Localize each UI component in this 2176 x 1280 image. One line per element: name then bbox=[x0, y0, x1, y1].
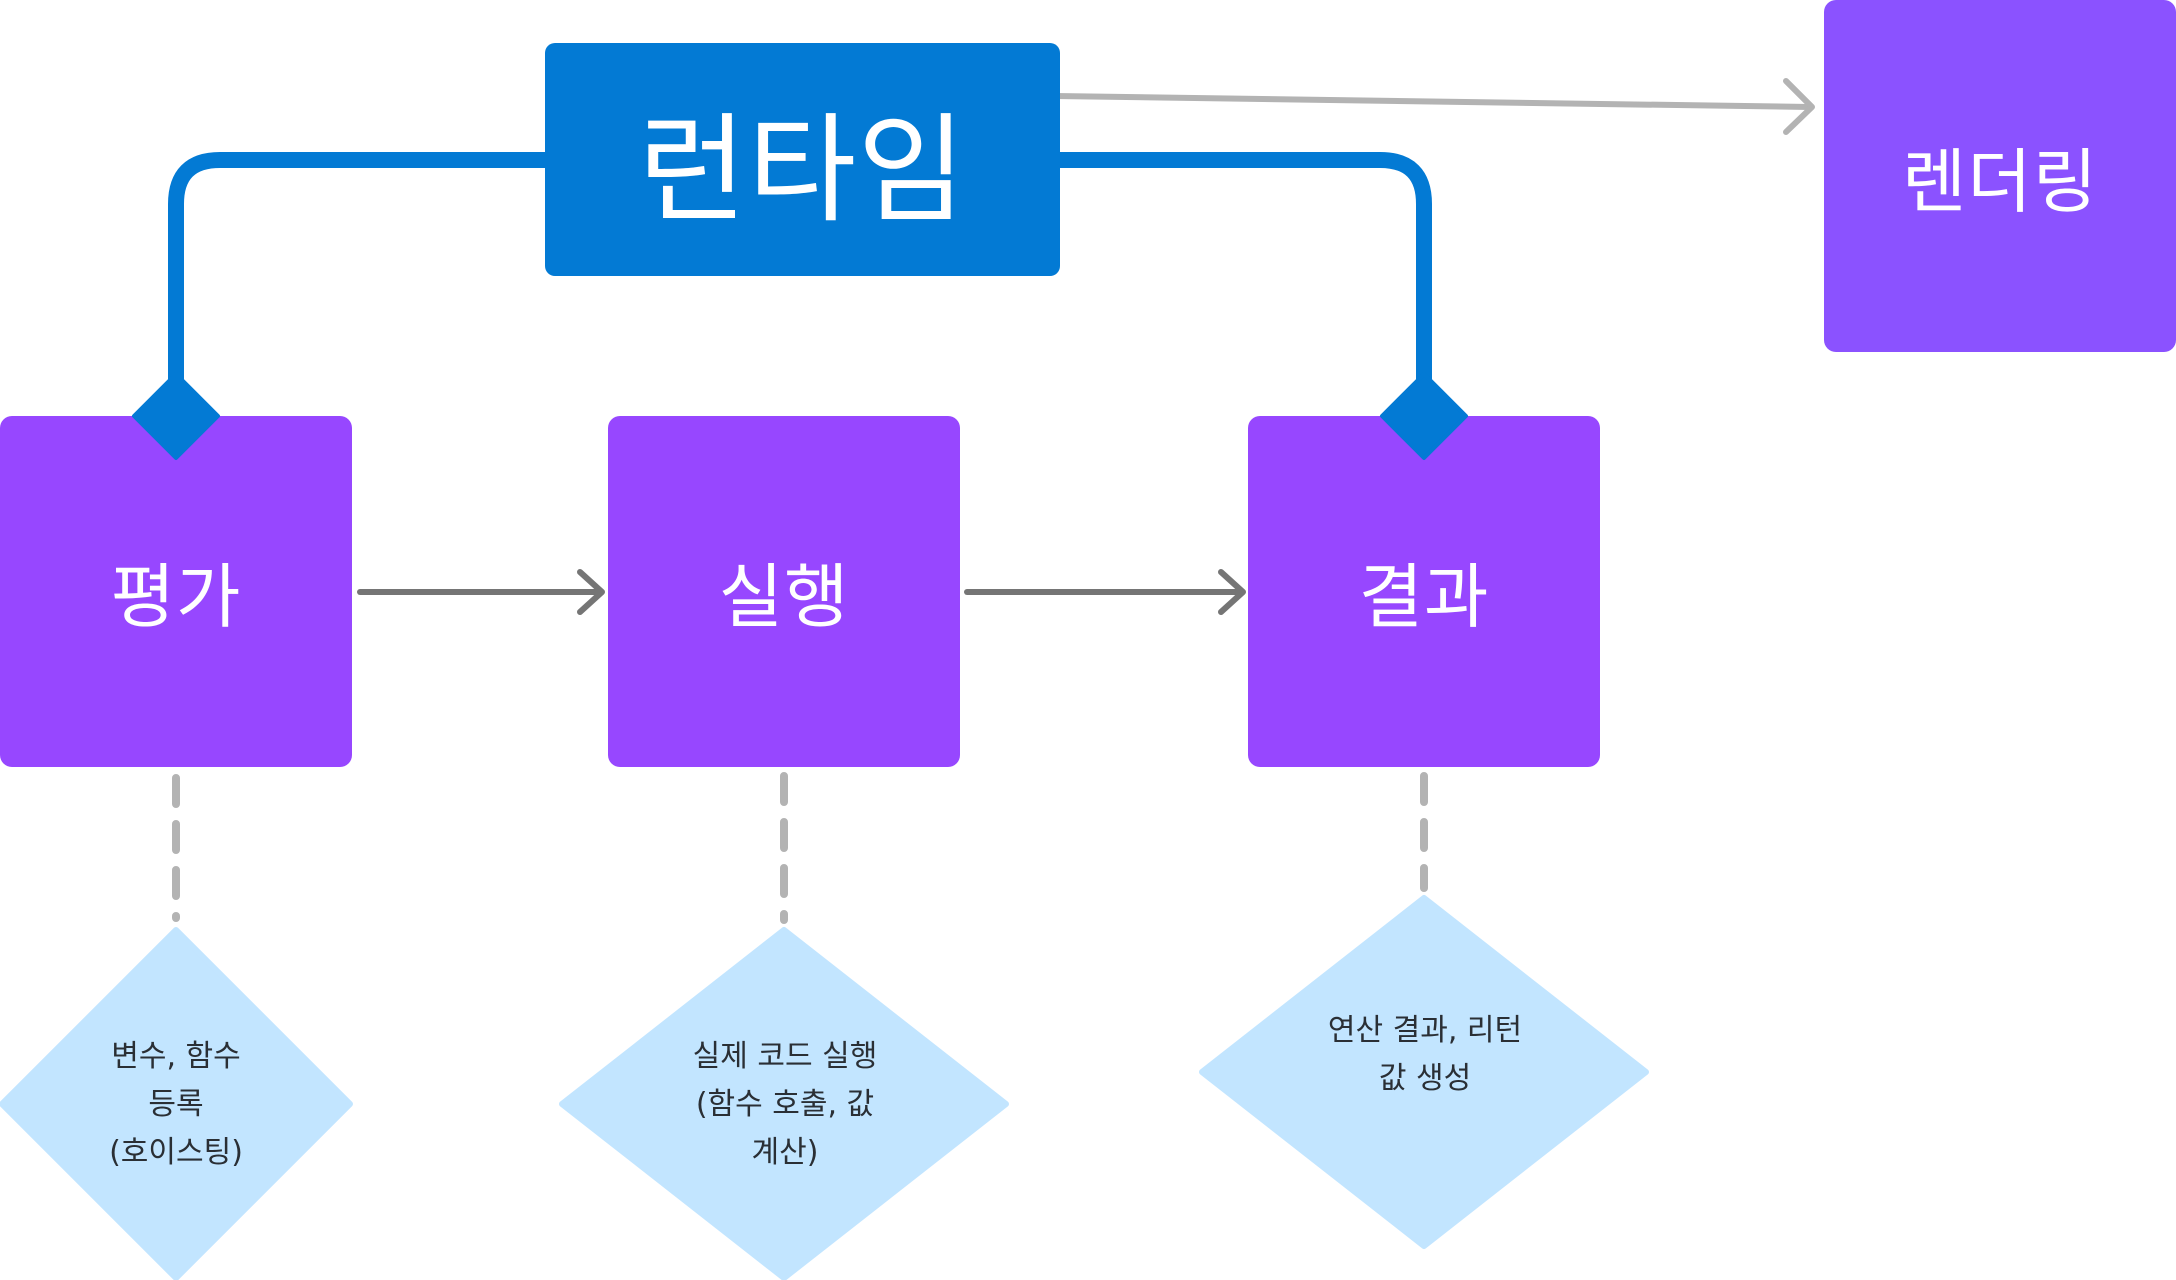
runtime-to-eval-connector bbox=[168, 152, 548, 390]
stage-node-evaluation[interactable]: 평가 bbox=[0, 416, 352, 767]
note-line: 값 생성 bbox=[1378, 1061, 1472, 1096]
rendering-node[interactable]: 렌더링 bbox=[1824, 0, 2176, 352]
arrow-eval-to-exec bbox=[357, 569, 605, 615]
note-line: 등록 bbox=[148, 1087, 204, 1122]
note-hoisting: 변수, 함수 등록 (호이스팅) bbox=[60, 1000, 292, 1210]
note-line: (호이스팅) bbox=[109, 1135, 243, 1170]
runtime-to-result-connector bbox=[1058, 152, 1432, 390]
stage-node-result[interactable]: 결과 bbox=[1248, 416, 1600, 767]
note-execution: 실제 코드 실행 (함수 호출, 값 계산) bbox=[630, 1000, 940, 1210]
runtime-node[interactable]: 런타임 bbox=[545, 43, 1060, 276]
arrow-runtime-to-rendering bbox=[1052, 78, 1815, 135]
stage-label: 평가 bbox=[110, 556, 242, 638]
stage-label: 실행 bbox=[718, 556, 850, 638]
rendering-label: 렌더링 bbox=[1901, 140, 2099, 223]
note-line: 실제 코드 실행 bbox=[692, 1039, 878, 1074]
note-line: 변수, 함수 bbox=[111, 1039, 241, 1074]
stage-node-execution[interactable]: 실행 bbox=[608, 416, 960, 767]
note-diamond-3 bbox=[1199, 895, 1649, 1249]
arrow-exec-to-result bbox=[964, 569, 1246, 615]
stage-label: 결과 bbox=[1358, 556, 1490, 638]
note-diamond-2 bbox=[559, 927, 1009, 1280]
note-diamond-1 bbox=[0, 927, 353, 1280]
note-line: 계산) bbox=[751, 1135, 819, 1170]
note-line: (함수 호출, 값 bbox=[695, 1087, 875, 1122]
note-result: 연산 결과, 리턴 값 생성 bbox=[1260, 1000, 1590, 1110]
note-line: 연산 결과, 리턴 bbox=[1327, 1013, 1523, 1048]
runtime-label: 런타임 bbox=[638, 101, 967, 239]
